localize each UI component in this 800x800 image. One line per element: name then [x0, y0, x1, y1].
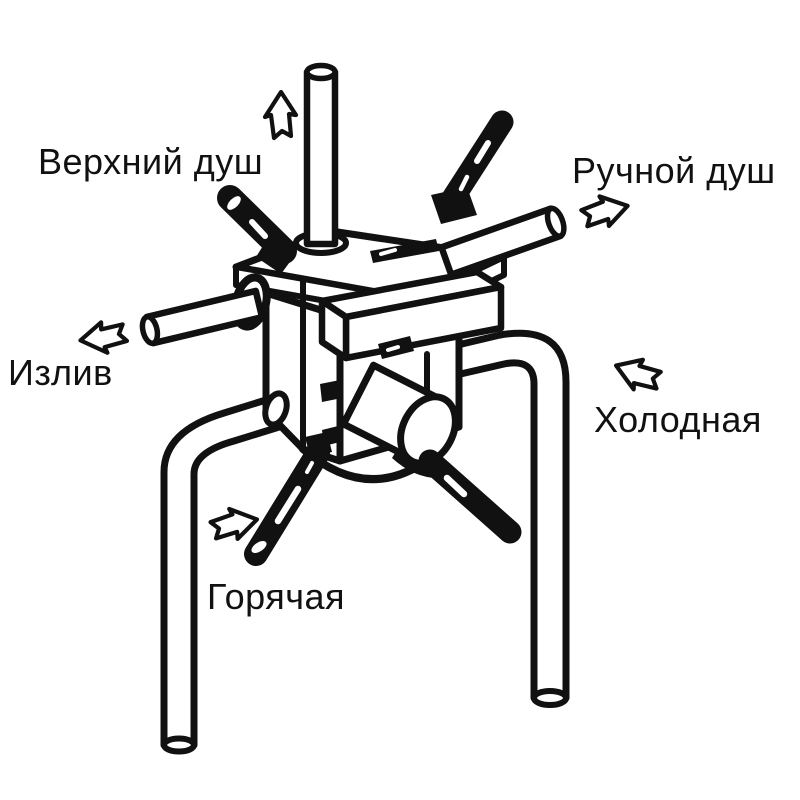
- label-overhead-shower: Верхний душ: [38, 141, 263, 182]
- diagram-labels: Верхний душ Ручной душ Излив Холодная Го…: [8, 141, 776, 617]
- label-hot-supply: Горячая: [207, 576, 345, 617]
- spout-pipe: [139, 273, 271, 347]
- front-cylinder-port: [340, 361, 459, 467]
- overhead-shower-pipe: [303, 62, 339, 248]
- hot-port-ring: [262, 390, 290, 428]
- riser-open-end: [304, 62, 338, 82]
- valve-levers: [217, 110, 522, 566]
- arrow-left-icon: [78, 319, 128, 356]
- arrow-up-left-icon: [610, 352, 664, 397]
- hot-pipe-end-cap: [161, 735, 197, 755]
- lever-handle-bottom-right: [418, 449, 522, 544]
- arrow-up-icon: [265, 92, 296, 138]
- hand-shower-pipe-end-cap: [544, 205, 567, 239]
- cold-pipe-end-cap: [531, 688, 569, 708]
- spout-pipe-end-cap: [139, 314, 161, 347]
- hand-shower-pipe: [438, 205, 567, 278]
- manifold-block: [318, 268, 505, 362]
- label-hand-shower: Ручной душ: [572, 150, 776, 191]
- arrow-right-icon: [579, 190, 631, 231]
- slot-highlight: [379, 248, 397, 256]
- label-spout: Излив: [8, 352, 113, 393]
- slot-highlight: [386, 345, 400, 352]
- label-cold-supply: Холодная: [594, 399, 762, 440]
- hot-inlet-pipe: [160, 386, 309, 755]
- lever-handle-top-right: [436, 110, 514, 218]
